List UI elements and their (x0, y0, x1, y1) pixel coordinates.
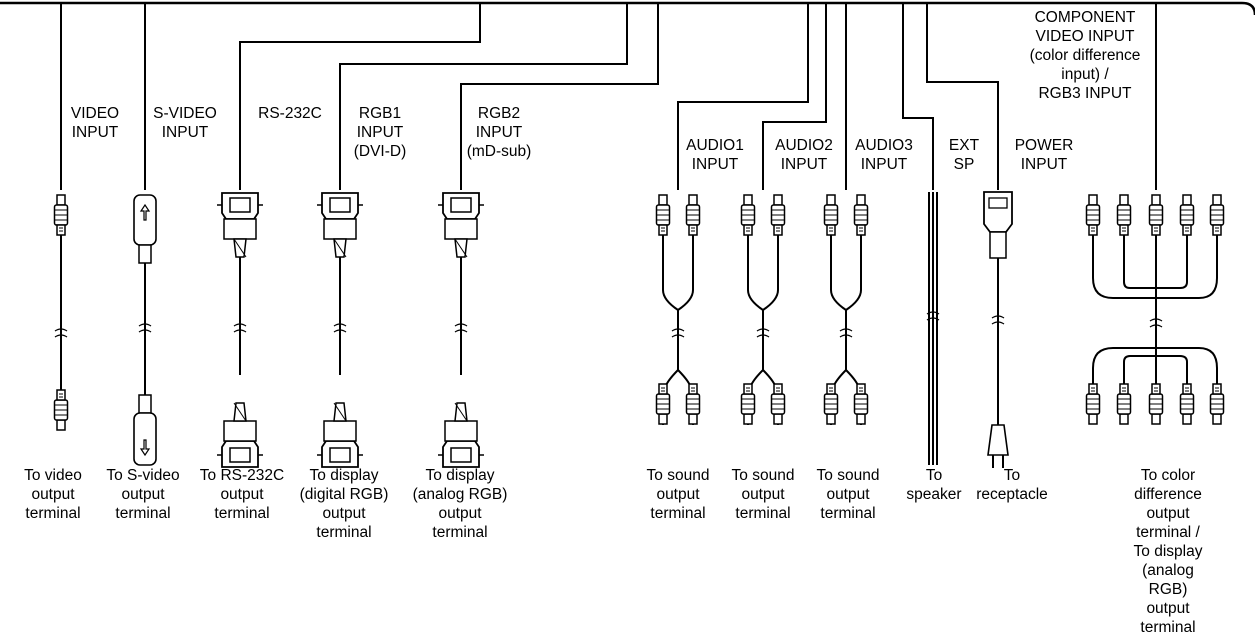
power-cable (983, 191, 1013, 468)
video-input-label: VIDEO INPUT (70, 105, 120, 141)
svideo-destination-label: To S-video output terminal (106, 467, 180, 522)
rgb1-destination-label: To display (digital RGB) output terminal (299, 467, 389, 541)
ext-sp-cable (926, 192, 940, 465)
video-cable (53, 194, 69, 431)
audio3-cable (823, 194, 869, 425)
svideo-cable (133, 194, 157, 466)
component-destination-label: To color difference output terminal / To… (1133, 467, 1203, 636)
audio2-cable (740, 194, 786, 425)
video-destination-label: To video output terminal (24, 467, 82, 522)
audio2-input-label: AUDIO2 INPUT (775, 137, 833, 173)
audio1-destination-label: To sound output terminal (646, 467, 710, 522)
component-input-label: COMPONENT VIDEO INPUT (color difference … (1029, 9, 1141, 102)
ext-sp-destination-label: To speaker (906, 467, 962, 503)
audio3-input-label: AUDIO3 INPUT (855, 137, 913, 173)
routing-lines (60, 3, 1157, 190)
rs232c-input-label: RS-232C (258, 105, 322, 122)
rgb2-input-label: RGB2 INPUT (mD-sub) (466, 105, 532, 160)
audio2-destination-label: To sound output terminal (731, 467, 795, 522)
rgb1-input-label: RGB1 INPUT (DVI-D) (353, 105, 407, 160)
connection-diagram (0, 1, 1255, 468)
ext-sp-input-label: EXT SP (948, 137, 980, 173)
rs232c-cable (216, 192, 264, 468)
rgb1-cable (316, 192, 364, 468)
component-cable (1085, 194, 1225, 425)
rgb2-destination-label: To display (analog RGB) output terminal (412, 467, 508, 541)
svideo-input-label: S-VIDEO INPUT (153, 105, 217, 141)
power-destination-label: To receptacle (976, 467, 1048, 503)
power-input-label: POWER INPUT (1014, 137, 1074, 173)
audio3-destination-label: To sound output terminal (816, 467, 880, 522)
audio1-cable (655, 194, 701, 425)
audio1-input-label: AUDIO1 INPUT (686, 137, 744, 173)
rs232c-destination-label: To RS-232C output terminal (199, 467, 285, 522)
rgb2-cable (437, 192, 485, 468)
